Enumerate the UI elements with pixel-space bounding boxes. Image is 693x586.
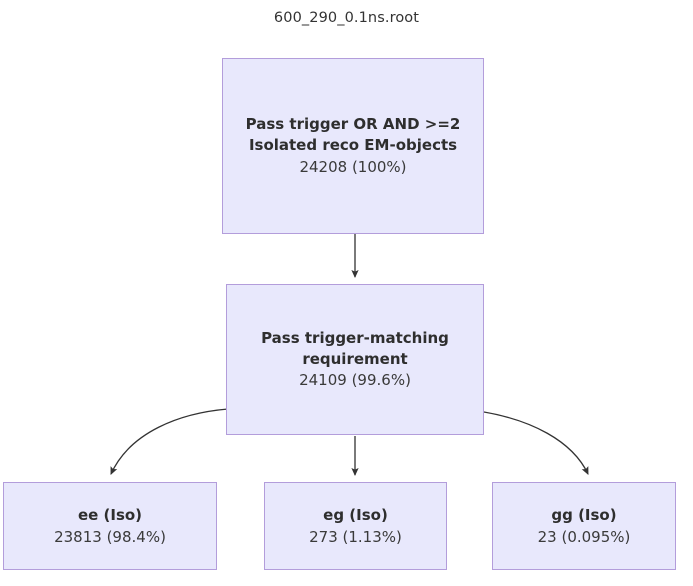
node-pass-trigger-or[interactable]: Pass trigger OR AND >=2 Isolated reco EM… <box>222 58 484 234</box>
node-pass-trigger-matching[interactable]: Pass trigger-matching requirement 24109 … <box>226 284 484 435</box>
node-count: 23813 (98.4%) <box>54 527 166 546</box>
node-gg-iso[interactable]: gg (Iso) 23 (0.095%) <box>492 482 676 570</box>
node-count: 24208 (100%) <box>299 157 407 176</box>
edge-mid-to-gg <box>483 411 589 475</box>
node-count: 273 (1.13%) <box>309 527 402 546</box>
node-label: ee (Iso) <box>77 505 143 524</box>
page-title: 600_290_0.1ns.root <box>273 10 420 26</box>
node-count: 24109 (99.6%) <box>299 371 411 390</box>
node-label: gg (Iso) <box>551 505 617 524</box>
node-eg-iso[interactable]: eg (Iso) 273 (1.13%) <box>264 482 447 570</box>
node-label: Pass trigger-matching requirement <box>261 328 449 368</box>
node-label: eg (Iso) <box>323 505 388 524</box>
node-count: 23 (0.095%) <box>537 527 631 546</box>
node-label: Pass trigger OR AND >=2 Isolated reco EM… <box>245 115 461 155</box>
edge-mid-to-ee <box>110 408 229 475</box>
node-ee-iso[interactable]: ee (Iso) 23813 (98.4%) <box>3 482 217 570</box>
